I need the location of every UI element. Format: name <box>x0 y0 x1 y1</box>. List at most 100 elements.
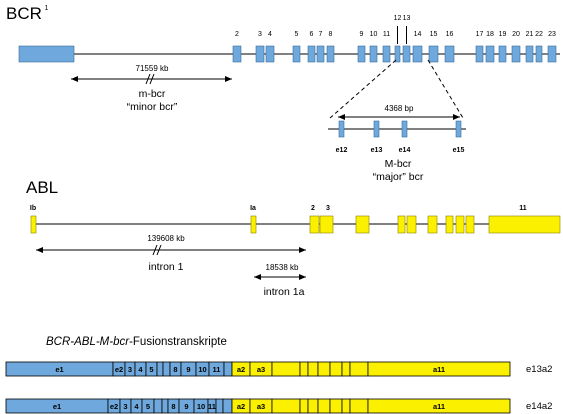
bcr-exon-label-21: 21 <box>526 31 534 38</box>
bcr-exon-6 <box>307 45 316 63</box>
fusion-0-bcr-label-11: 11 <box>213 365 221 374</box>
fusion-1-bcr-label-5: 5 <box>146 402 150 411</box>
bcr-exon-17 <box>475 45 484 63</box>
bcr-exon-19 <box>498 45 507 63</box>
fusion-1-abl-segment <box>349 398 369 414</box>
abl-exon-Ia <box>250 215 257 234</box>
fusion-0-bcr-segment <box>223 361 233 377</box>
fusion-0-bcr-label-4: 4 <box>138 365 143 374</box>
bcr-exon-label-8: 8 <box>329 31 333 38</box>
fusion-0-abl-segment <box>299 361 309 377</box>
fusion-1-bcr-label-9: 9 <box>184 402 188 411</box>
bcr-exon-8 <box>326 45 335 63</box>
fusion-1-bcr-label-4: 4 <box>134 402 139 411</box>
bcr-exon-label-20: 20 <box>512 31 520 38</box>
fusion-1-bcr-segment <box>215 398 224 414</box>
fusion-0-bcr-label-5: 5 <box>149 365 153 374</box>
zoom-line-right <box>427 59 464 119</box>
abl-exon-unlabeled <box>465 215 475 234</box>
bcr-exon-4 <box>265 45 275 63</box>
fusion-0-abl-label-a11: a11 <box>433 365 445 374</box>
fusion-transcript-label-e14a2: e14a2 <box>526 401 552 412</box>
fusion-0-abl-label-a3: a3 <box>257 365 265 374</box>
abl-exon-11 <box>488 215 561 234</box>
abl-exon-label-11: 11 <box>519 205 527 212</box>
bcr-exon-label-17: 17 <box>476 31 484 38</box>
fusion-title-italic: BCR-ABL-M-bcr <box>46 336 130 348</box>
zoom-exon-label-e13: e13 <box>371 147 383 154</box>
abl-exon-unlabeled <box>397 215 406 234</box>
fusion-1-bcr-segment <box>222 398 233 414</box>
fusion-1-bcr-label-10: 10 <box>197 402 205 411</box>
abl-exon-unlabeled <box>406 215 417 234</box>
fusion-1-bcr-label-e2: e2 <box>110 402 118 411</box>
fusion-1-bcr-segment <box>161 398 169 414</box>
intron1-arrow <box>36 244 306 256</box>
intron1-distance-label: 139608 kb <box>147 234 185 243</box>
fusion-1-abl-segment <box>317 398 331 414</box>
zoom-exon-label-e14: e14 <box>399 147 411 154</box>
bcr-exon-21 <box>525 45 534 63</box>
zoom-line-left <box>329 59 397 119</box>
bcr-exon-23 <box>547 45 557 63</box>
zoom-exon-e13 <box>373 120 380 138</box>
bcr-exon-label-18: 18 <box>486 31 494 38</box>
bcr-exon-5 <box>292 45 301 63</box>
abl-exon-label-2: 2 <box>311 205 315 212</box>
fusion-0-bcr-segment <box>156 361 164 377</box>
fusion-0-abl-label-a2: a2 <box>237 365 245 374</box>
fusion-0-bcr-label-e1: e1 <box>55 365 63 374</box>
bcr-exon-3 <box>255 45 265 63</box>
fusion-1-bcr-label-8: 8 <box>171 402 175 411</box>
abl-exon-unlabeled <box>355 215 370 234</box>
bcr-exon-7 <box>316 45 325 63</box>
bcr-exon-label-12: 12 <box>394 15 402 22</box>
intron1a-distance-label: 18538 kb <box>266 263 299 272</box>
fusion-1-bcr-label-e1: e1 <box>53 402 61 411</box>
fusion-transcript-label-e13a2: e13a2 <box>526 364 552 375</box>
bcr-exon-1 <box>18 45 75 63</box>
bcr-exon-13 <box>402 45 411 63</box>
bcr-exon-16 <box>444 45 455 63</box>
abl-exon-2 <box>309 215 320 234</box>
fusion-0-bcr-label-e2: e2 <box>115 365 123 374</box>
zoom-distance-label: 4368 bp <box>385 104 414 113</box>
bcr-exon-2 <box>232 45 242 63</box>
major-bcr-label: M-bcr <box>385 158 412 170</box>
fusion-1-abl-segment <box>367 398 511 414</box>
abl-exon-label-3: 3 <box>326 205 330 212</box>
fusion-1-bcr-segment <box>153 398 163 414</box>
fusion-title-rest: -Fusionstranskripte <box>129 336 227 348</box>
bcr-exon-22 <box>535 45 543 63</box>
fusion-1-abl-label-a11: a11 <box>433 402 445 411</box>
bcr-exon-label-11: 11 <box>383 31 390 38</box>
fusion-0-bcr-label-9: 9 <box>186 365 190 374</box>
abl-exon-unlabeled <box>427 215 438 234</box>
intron1a-label: intron 1a <box>264 286 305 298</box>
bcr-distance-arrow <box>71 73 232 85</box>
bcr-exon-label-14: 14 <box>414 31 422 38</box>
bcr-distance-label: 71559 kb <box>136 64 169 73</box>
fusion-0-abl-segment <box>317 361 331 377</box>
bcr-exon-label-7: 7 <box>319 31 323 38</box>
bcr-exon-label-9: 9 <box>360 31 364 38</box>
bcr-exon-label-6: 6 <box>310 31 314 38</box>
zoom-exon-label-e12: e12 <box>336 147 348 154</box>
fusion-0-abl-segment <box>329 361 343 377</box>
bcr-exon-15 <box>428 45 439 63</box>
fusion-title: BCR-ABL-M-bcr-Fusionstranskripte <box>46 336 227 348</box>
bcr-exon-11 <box>382 45 391 63</box>
minor-bcr-label: “minor bcr” <box>127 101 178 113</box>
bcr-exon-label-10: 10 <box>370 31 378 38</box>
abl-exon-label-Ia: Ia <box>250 205 256 212</box>
fusion-1-abl-segment <box>341 398 351 414</box>
bcr-exon-9 <box>357 45 366 63</box>
zoom-distance-arrow <box>338 114 460 120</box>
bcr-exon-label-13: 13 <box>403 15 411 22</box>
bcr-exon-10 <box>369 45 378 63</box>
fusion-0-abl-segment <box>271 361 301 377</box>
abl-exon-label-Ib: Ib <box>30 205 36 212</box>
bcr-exon-18 <box>485 45 495 63</box>
